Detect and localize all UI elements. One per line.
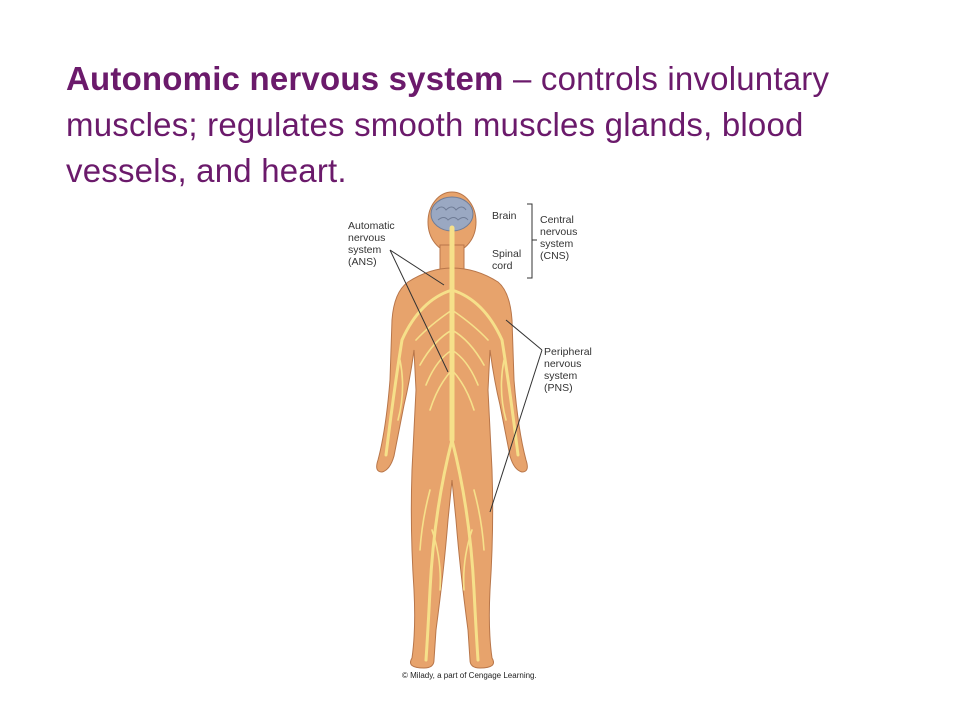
slide-term: Autonomic nervous system [66,60,504,97]
nervous-system-figure: Automatic nervous system (ANS) Brain Spi… [330,190,630,690]
slide-text: Autonomic nervous system – controls invo… [66,56,926,194]
label-pns: Peripheral nervous system (PNS) [544,346,592,394]
label-spinal-cord: Spinal cord [492,248,522,272]
label-brain: Brain [492,210,517,222]
pointer-lines [389,249,543,513]
nerves [384,225,520,662]
label-ans: Automatic nervous system (ANS) [348,220,395,268]
slide-definition: – controls involuntary muscles; regulate… [66,60,830,189]
brain-folds [435,206,469,221]
figure-credit: © Milady, a part of Cengage Learning. [402,671,537,680]
cns-bracket [527,203,537,279]
human-body-illustration [376,191,543,669]
label-cns: Central nervous system (CNS) [540,214,578,262]
